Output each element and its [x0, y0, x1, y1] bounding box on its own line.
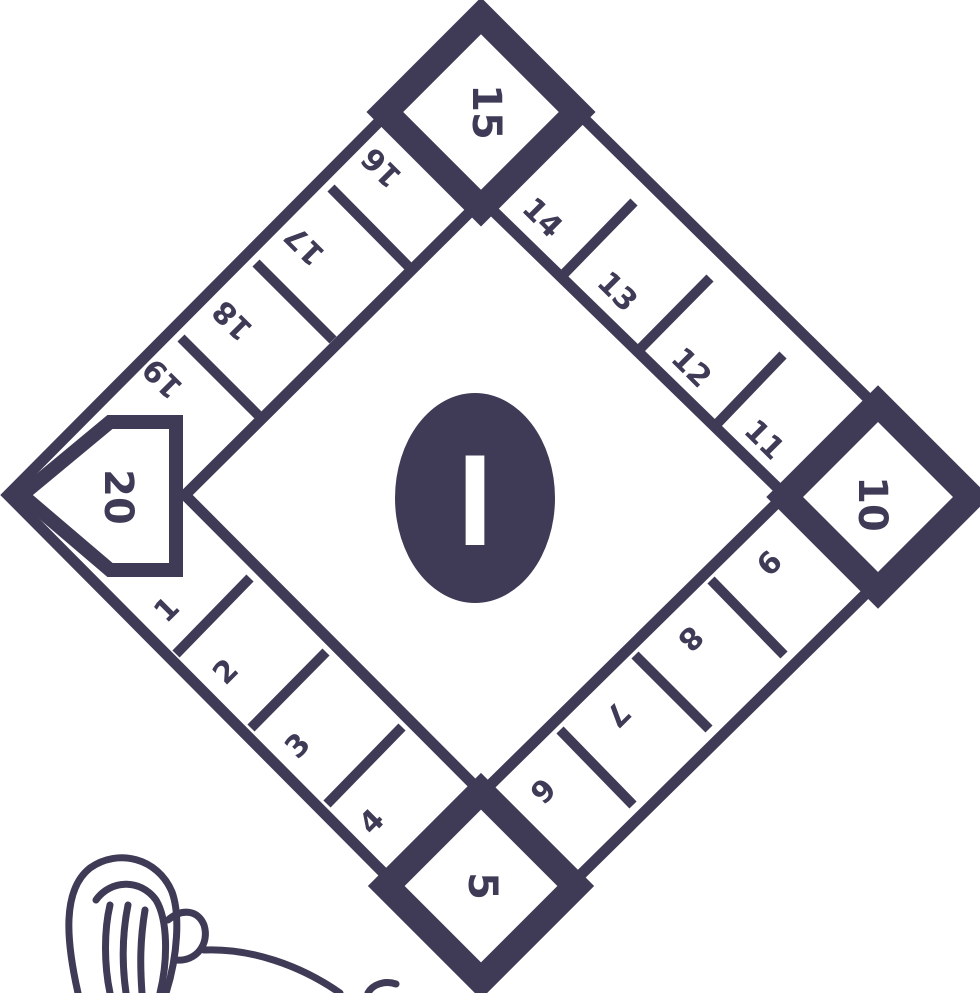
corner-label-5: 5	[459, 872, 505, 900]
divider-1-2	[176, 578, 250, 654]
divider-17-18	[256, 263, 333, 340]
center-emblem: I	[395, 393, 555, 603]
divider-2-3	[251, 652, 326, 728]
space-label-2: 2	[206, 652, 246, 692]
divider-9-8	[711, 580, 784, 655]
space-label-16: 16	[355, 140, 409, 194]
space-label-7: 7	[597, 694, 637, 734]
divider-16-17	[331, 188, 408, 266]
space-label-17: 17	[278, 218, 332, 272]
space-label-4: 4	[352, 802, 392, 842]
divider-3-4	[327, 727, 402, 804]
helmet-mascot-icon	[69, 858, 396, 993]
divider-12-13	[637, 278, 710, 352]
divider-18-19	[181, 338, 258, 415]
space-label-6: 6	[522, 770, 562, 810]
space-label-18: 18	[206, 293, 260, 347]
corner-label-20: 20	[95, 469, 141, 525]
divider-11-12	[713, 355, 783, 428]
center-label: I	[457, 427, 493, 573]
space-label-3: 3	[278, 726, 318, 766]
divider-8-7	[635, 655, 709, 729]
space-label-8: 8	[670, 618, 710, 658]
divider-7-6	[560, 730, 633, 805]
corner-label-10: 10	[849, 476, 895, 532]
corner-label-15: 15	[463, 84, 509, 140]
space-label-9: 9	[748, 542, 788, 582]
divider-13-14	[561, 202, 634, 277]
space-label-1: 1	[147, 590, 187, 630]
